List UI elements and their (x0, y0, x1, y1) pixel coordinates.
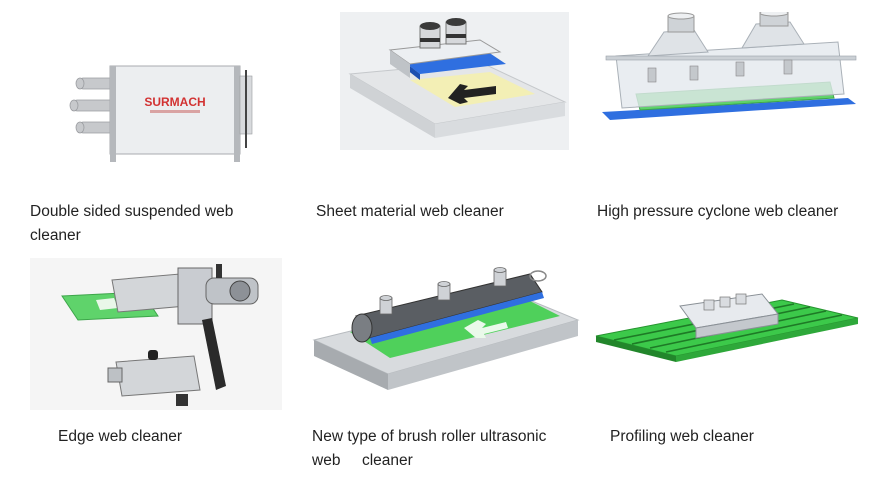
product-caption-profiling: Profiling web cleaner (610, 428, 754, 445)
brush-roller-cleaner-image[interactable] (310, 262, 585, 400)
edge-cleaner-image[interactable] (30, 258, 282, 410)
product-caption-edge: Edge web cleaner (58, 428, 183, 445)
surmach-logo: SURMACH (144, 95, 205, 109)
product-caption-brush-roller: New type of brush roller ultrasonic web … (312, 428, 547, 469)
product-caption-cyclone: High pressure cyclone web cleaner (597, 203, 839, 220)
profiling-cleaner-image[interactable] (592, 290, 862, 370)
product-caption-sheet-material: Sheet material web cleaner (316, 203, 504, 220)
product-caption-double-sided: Double sided suspended web cleaner (30, 203, 234, 244)
cyclone-cleaner-image[interactable] (598, 12, 860, 132)
double-sided-cleaner-image[interactable]: SURMACH (62, 58, 262, 168)
sheet-cleaner-image[interactable] (340, 12, 569, 150)
